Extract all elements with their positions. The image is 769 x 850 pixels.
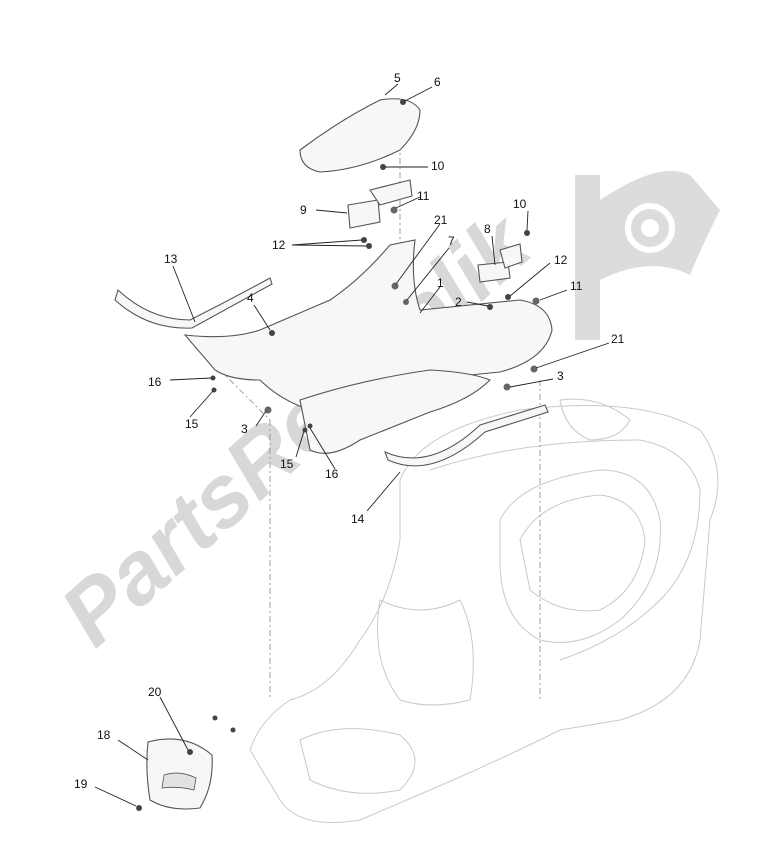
fastener-12a — [361, 237, 367, 243]
callout-3-right: 3 — [557, 369, 564, 383]
callout-9: 9 — [300, 203, 307, 217]
part-13-rail — [114, 277, 273, 329]
part-1-floorboard — [183, 239, 553, 454]
fastener-4 — [269, 330, 275, 336]
fastener-2 — [487, 304, 493, 310]
fastener-16a — [210, 375, 216, 381]
gear-flag-icon — [575, 170, 720, 340]
callout-3-left: 3 — [241, 422, 248, 436]
fastener-3a — [264, 406, 272, 414]
fastener-10a — [380, 164, 386, 170]
part-18-panel — [146, 738, 213, 810]
scooter-body-outline — [249, 398, 719, 823]
part-8-bracket — [477, 243, 523, 283]
fastener-6 — [400, 99, 406, 105]
callout-12-right: 12 — [554, 253, 568, 267]
fastener-15b — [302, 427, 308, 433]
leader-lines — [94, 83, 610, 807]
callout-14: 14 — [351, 512, 365, 526]
callout-6: 6 — [434, 75, 441, 89]
callout-11-right: 11 — [570, 279, 583, 293]
callout-19: 19 — [74, 777, 88, 791]
callout-21-upper: 21 — [434, 213, 448, 227]
callout-labels: 5 6 10 11 9 21 12 7 10 8 12 13 1 4 2 11 … — [74, 71, 625, 791]
callout-1: 1 — [437, 276, 444, 290]
callout-18: 18 — [97, 728, 111, 742]
callout-10-upper: 10 — [431, 159, 445, 173]
callout-11-upper: 11 — [417, 189, 430, 203]
watermark-text: PartsRepublik — [41, 192, 550, 664]
callout-20: 20 — [148, 685, 162, 699]
fastener-body-b — [230, 727, 236, 733]
fastener-12a2 — [366, 243, 372, 249]
callout-15-left: 15 — [185, 417, 199, 431]
callout-10-right: 10 — [513, 197, 527, 211]
fastener-16b — [307, 423, 313, 429]
callout-7: 7 — [448, 234, 455, 248]
fastener-19 — [136, 805, 142, 811]
fastener-7 — [403, 299, 409, 305]
callout-5: 5 — [394, 71, 401, 85]
part-5-cover — [299, 98, 421, 173]
fastener-21b — [530, 365, 538, 373]
part-14-rail — [384, 404, 549, 467]
fastener-21a — [391, 282, 399, 290]
fastener-11a — [390, 206, 398, 214]
callout-12-left: 12 — [272, 238, 286, 252]
fastener-20 — [187, 749, 193, 755]
callout-15-center: 15 — [280, 457, 294, 471]
fastener-body-a — [212, 715, 218, 721]
alignment-lines — [189, 130, 541, 700]
callout-4: 4 — [247, 291, 254, 305]
callout-16-center: 16 — [325, 467, 339, 481]
part-9-bracket — [347, 179, 413, 229]
fastener-10b — [524, 230, 530, 236]
callout-16-left: 16 — [148, 375, 162, 389]
callout-21-lower: 21 — [611, 332, 625, 346]
callout-2: 2 — [455, 295, 462, 309]
fastener-11b — [532, 297, 540, 305]
callout-8: 8 — [484, 222, 491, 236]
callout-13: 13 — [164, 252, 178, 266]
fastener-3b — [503, 383, 511, 391]
fastener-12b — [505, 294, 511, 300]
